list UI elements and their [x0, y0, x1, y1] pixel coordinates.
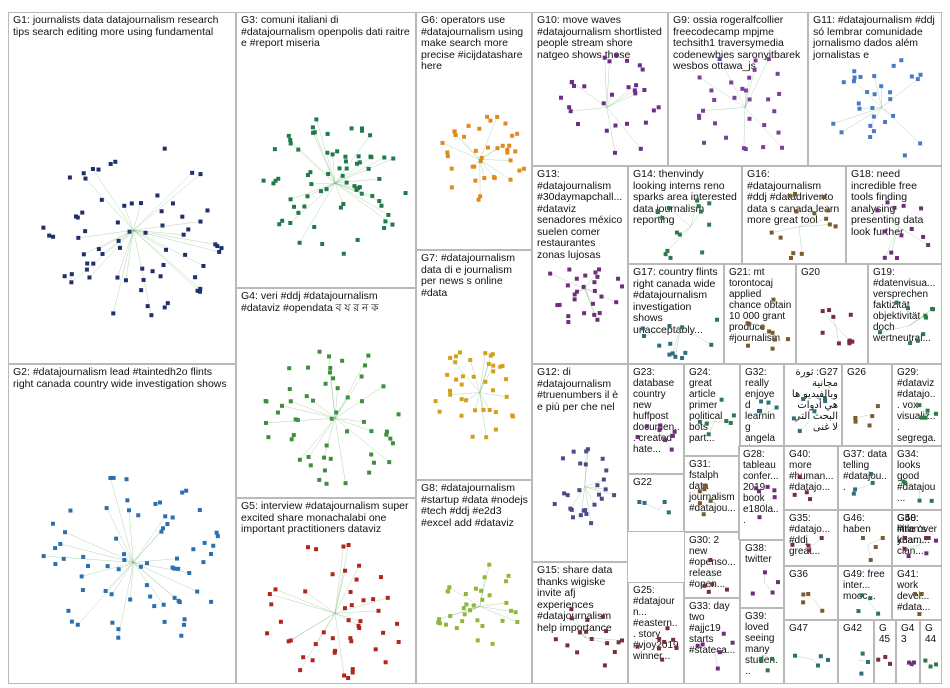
group-g46-label: G46: haben [843, 513, 871, 535]
group-g49-label: G49: free inter... mooc... [843, 569, 885, 602]
group-g6-panel: G6: operators use #datajournalism using … [416, 12, 532, 250]
group-g17-label: G17: country flints right canada wide #d… [633, 266, 718, 336]
group-g31-label: G31: fstalph data journalism #datajou... [689, 459, 736, 514]
group-g25-label: G25: #datajourn... #eastern... story #vj… [633, 585, 679, 662]
group-g4-label: G4: veri #ddj #datajournalism #dataviz #… [241, 290, 379, 314]
group-g7-label: G7: #datajournalism data di e journalism… [421, 252, 515, 299]
group-g15-label: G15: share data thanks wigiske invite af… [537, 564, 613, 634]
group-g21-label: G21: mt torontocaj applied chance obtain… [729, 267, 792, 344]
group-g39-panel: G39: loved seeing many studen... [740, 608, 784, 684]
group-g38-label: G38: twitter [745, 543, 772, 565]
group-g38-panel: G38: twitter [740, 540, 784, 608]
group-g25-panel: G25: #datajourn... #eastern... story #vj… [628, 582, 684, 684]
group-g8-label: G8: #datajournalism #startup #data #node… [421, 482, 528, 529]
group-g49-panel: G49: free inter... mooc... [838, 566, 892, 620]
group-g24-label: G24: great article primer political bots… [689, 367, 723, 444]
group-g29-panel: G29: #dataviz #datajo... vox visualiz...… [892, 364, 942, 446]
group-g36-label: G36 [789, 569, 808, 580]
group-g20-panel: G20 [796, 264, 868, 364]
group-g44-panel: G44 [920, 620, 942, 684]
group-g47-label: G47 [789, 623, 808, 634]
group-g12-label: G12: di #datajournalism #truenumbers il … [537, 366, 619, 413]
group-g4-panel: G4: veri #ddj #datajournalism #dataviz #… [236, 288, 416, 498]
group-g18-label: G18: need incredible free tools finding … [851, 168, 924, 238]
group-g18-panel: G18: need incredible free tools finding … [846, 166, 942, 264]
group-g27-label: G27: ثورة مجانية وبالفيديو ها هي أدوات ا… [791, 367, 838, 433]
group-g24-panel: G24: great article primer political bots… [684, 364, 740, 456]
group-g9-label: G9: ossia rogeralfcollier freecodecamp m… [673, 14, 801, 72]
group-g30-label: G30: 2 new #openso... release #open... [689, 535, 736, 590]
group-g47-panel: G47 [784, 620, 838, 684]
group-g37-panel: G37: data telling #datajou... [838, 446, 892, 510]
group-g16-label: G16: #datajournalism #ddj #datadrivento … [747, 168, 840, 226]
group-g12-panel: G12: di #datajournalism #truenumbers il … [532, 364, 628, 562]
group-g19-panel: G19: #datenvisua... versprechen faktizit… [868, 264, 942, 364]
group-g22-label: G22 [633, 477, 652, 488]
group-g10-label: G10: move waves #datajournalism shortlis… [537, 14, 662, 61]
group-g8-panel: G8: #datajournalism #startup #data #node… [416, 480, 532, 684]
group-g41-panel: G41: work devel... #data... [892, 566, 942, 620]
group-g23-label: G23: database country new huffpost docum… [633, 367, 680, 455]
group-g35-label: G35: #datajo... #ddj great... [789, 513, 831, 557]
group-g41-label: G41: work devel... #data... [897, 569, 931, 613]
group-g3-label: G3: comuni italiani di #datajournalism o… [241, 14, 410, 49]
group-g15-panel: G15: share data thanks wigiske invite af… [532, 562, 628, 684]
group-g33-panel: G33: day two #ajjc19 starts #stateca... [684, 598, 740, 684]
group-g19-label: G19: #datenvisua... versprechen faktizit… [873, 267, 936, 344]
group-g28-label: G28: tableau confer... 2019 book e180la.… [743, 449, 779, 526]
group-g16-panel: G16: #datajournalism #ddj #datadrivento … [742, 166, 846, 264]
group-g14-label: G14: thenvindy looking interns reno spar… [633, 168, 737, 226]
group-g40-panel: G40: more #human... #datajo... [784, 446, 838, 510]
group-g1-panel: G1: journalists data datajournalism rese… [8, 12, 236, 364]
group-g28-panel: G28: tableau confer... 2019 book e180la.… [738, 446, 784, 540]
group-g13-panel: G13: #datajournalism #30daymapchall... #… [532, 166, 628, 364]
group-g43-label: G43 [901, 623, 915, 645]
group-g45-panel: G45 [874, 620, 896, 684]
group-g35-panel: G35: #datajo... #ddj great... [784, 510, 838, 566]
group-g7-panel: G7: #datajournalism data di e journalism… [416, 250, 532, 480]
group-g21-panel: G21: mt torontocaj applied chance obtain… [724, 264, 796, 364]
group-g29-label: G29: #dataviz #datajo... vox visualiz...… [897, 367, 936, 445]
group-g20-label: G20 [801, 267, 820, 278]
group-g26-label: G26 [847, 367, 866, 378]
group-g36-panel: G36 [784, 566, 838, 620]
group-g45-label: G45 [879, 623, 891, 645]
group-g5-label: G5: interview #datajournalism super exci… [241, 500, 409, 535]
group-g2-label: G2: #datajournalism lead #taintedh2o fli… [13, 366, 227, 390]
group-g30-panel: G30: 2 new #openso... release #open... [684, 532, 740, 598]
group-g6-label: G6: operators use #datajournalism using … [421, 14, 524, 72]
group-g22-panel: G22 [628, 474, 684, 532]
group-g43-panel: G43 [896, 620, 920, 684]
group-g14-panel: G14: thenvindy looking interns reno spar… [628, 166, 742, 264]
group-g23-panel: G23: database country new huffpost docum… [628, 364, 684, 474]
group-g42-label: G42 [843, 623, 862, 634]
group-g50-panel: G50: #iran's kham... clan... [892, 510, 942, 566]
group-g17-panel: G17: country flints right canada wide #d… [628, 264, 724, 364]
group-g1-label: G1: journalists data datajournalism rese… [13, 14, 219, 38]
group-g31-panel: G31: fstalph data journalism #datajou... [684, 456, 740, 532]
group-g40-label: G40: more #human... #datajo... [789, 449, 834, 493]
group-g34-panel: G34: looks good #datajou... [892, 446, 942, 510]
group-g44-label: G44 [925, 623, 937, 645]
group-g10-panel: G10: move waves #datajournalism shortlis… [532, 12, 668, 166]
group-g50-label: G50: #iran's kham... clan... [897, 513, 930, 557]
group-g2-panel: G2: #datajournalism lead #taintedh2o fli… [8, 364, 236, 684]
group-g39-label: G39: loved seeing many studen... [745, 611, 778, 677]
group-g9-panel: G9: ossia rogeralfcollier freecodecamp m… [668, 12, 808, 166]
group-g26-panel: G26 [842, 364, 892, 446]
group-g11-panel: G11: #datajournalism #ddj só lembrar com… [808, 12, 942, 166]
group-g46-panel: G46: haben [838, 510, 892, 566]
group-g32-panel: G32: really enjoyed learning angelad... … [740, 364, 784, 446]
group-g11-label: G11: #datajournalism #ddj só lembrar com… [813, 14, 935, 61]
group-g5-panel: G5: interview #datajournalism super exci… [236, 498, 416, 684]
group-g32-label: G32: really enjoyed learning angelad... … [745, 367, 776, 445]
group-g3-panel: G3: comuni italiani di #datajournalism o… [236, 12, 416, 288]
group-g42-panel: G42 [838, 620, 874, 684]
group-g37-label: G37: data telling #datajou... [843, 449, 887, 493]
group-g34-label: G34: looks good #datajou... [897, 449, 936, 504]
group-g27-panel: G27: ثورة مجانية وبالفيديو ها هي أدوات ا… [784, 364, 842, 446]
group-g13-label: G13: #datajournalism #30daymapchall... #… [537, 168, 623, 261]
group-g33-label: G33: day two #ajjc19 starts #stateca... [689, 601, 736, 656]
